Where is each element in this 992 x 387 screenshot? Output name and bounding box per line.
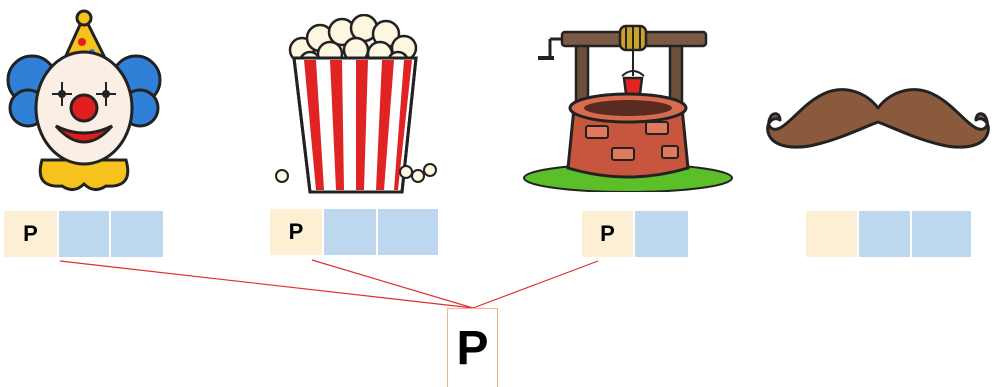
letter-cell[interactable]: [806, 211, 859, 257]
clown-icon: [6, 9, 162, 191]
letter-cell[interactable]: [324, 209, 378, 255]
mustache-picture: [762, 82, 992, 168]
target-letter-box: P: [447, 308, 498, 387]
letter-cell[interactable]: [378, 209, 438, 255]
letter-cell[interactable]: [59, 211, 111, 257]
word-box-4: [806, 211, 971, 257]
mustache-icon: [766, 88, 990, 149]
word-box-2: P: [270, 209, 438, 255]
word-box-3: P: [582, 211, 688, 257]
letter-cell[interactable]: [859, 211, 912, 257]
connector-line: [59, 260, 474, 309]
letter-cell[interactable]: [912, 211, 971, 257]
connector-line: [311, 259, 474, 309]
popcorn-icon: [275, 14, 437, 194]
connector-line: [472, 260, 599, 309]
word-box-1: P: [4, 211, 163, 257]
letter-cell[interactable]: P: [4, 211, 59, 257]
letter-cell[interactable]: P: [270, 209, 324, 255]
popcorn-picture: [270, 14, 440, 196]
letter-cell[interactable]: P: [582, 211, 635, 257]
letter-cell[interactable]: [635, 211, 688, 257]
wishing-well-picture: [522, 22, 734, 192]
clown-picture: [4, 8, 164, 193]
wishing-well-icon: [523, 24, 733, 192]
letter-cell[interactable]: [111, 211, 163, 257]
